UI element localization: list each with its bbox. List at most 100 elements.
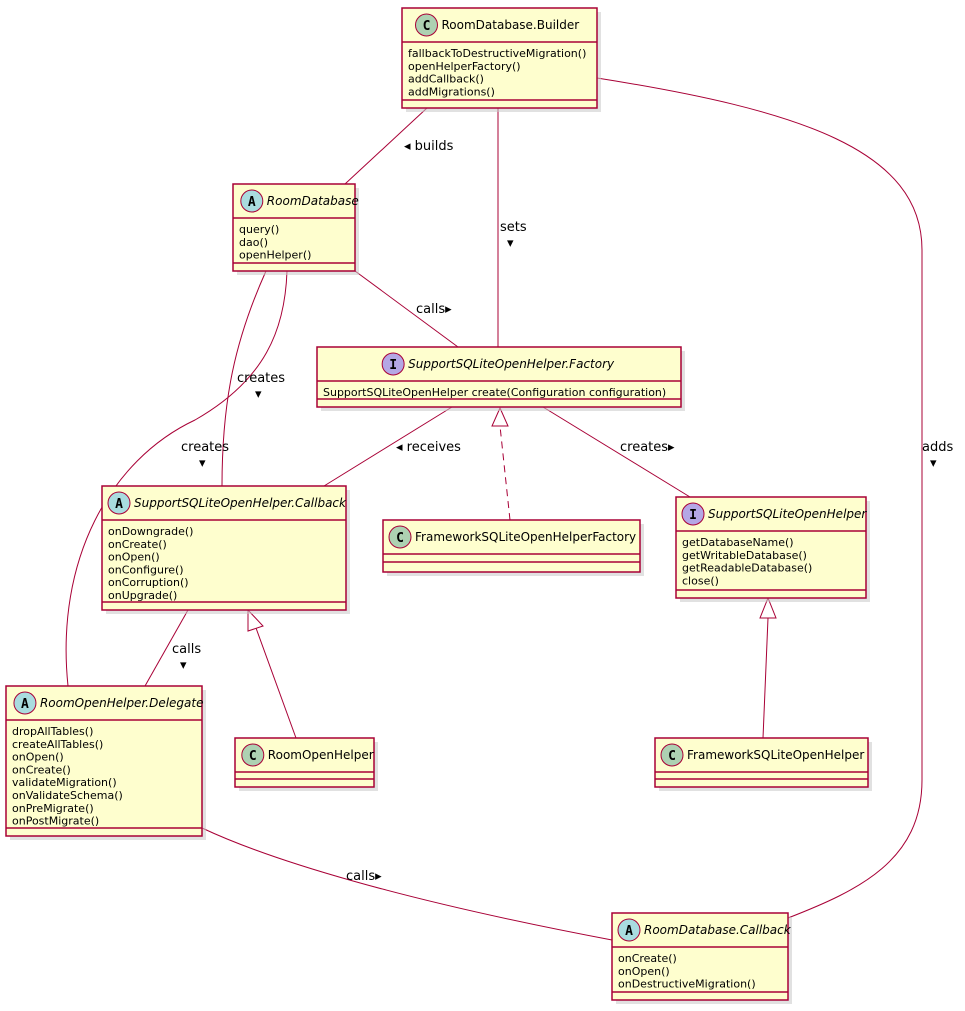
label-creates-delegate-arrow: ▾: [199, 456, 206, 471]
class-name: SupportSQLiteOpenHelper: [708, 507, 867, 521]
abstract-badge-icon: [617, 918, 641, 942]
class-member: onPostMigrate(): [12, 815, 99, 828]
inherit-callback-edge: [255, 627, 297, 739]
creates-callback-edge: [221, 270, 267, 487]
class-name: SupportSQLiteOpenHelper.Factory: [408, 357, 615, 371]
class-box-factory: I SupportSQLiteOpenHelper.FactorySupportS…: [316, 346, 685, 411]
class-box-dbcallback: A RoomDatabase.Callback onCreate()onOpen()…: [611, 912, 792, 1004]
class-member: SupportSQLiteOpenHelper create(Configura…: [323, 386, 666, 399]
class-member: dao(): [239, 236, 268, 249]
class-box-fwhelper: C FrameworkSQLiteOpenHelper: [654, 737, 872, 791]
class-name: RoomDatabase: [267, 194, 359, 208]
class-name: FrameworkSQLiteOpenHelperFactory: [415, 530, 636, 544]
class-member: getDatabaseName(): [682, 536, 794, 549]
label-calls-delegate-arrow: ▾: [180, 658, 187, 673]
class-member: fallbackToDestructiveMigration(): [408, 47, 586, 60]
class-member: onDestructiveMigration(): [618, 978, 756, 991]
class-badge-icon: [660, 743, 684, 767]
class-frame: [101, 485, 347, 611]
label-adds: adds: [922, 440, 953, 455]
realization-arrowhead: [491, 406, 509, 427]
badge-letter: C: [668, 749, 676, 764]
label-creates-callback: creates: [237, 371, 285, 386]
badge-letter: C: [423, 19, 431, 34]
badge-letter: A: [248, 195, 256, 210]
label-creates-delegate: creates: [181, 440, 229, 455]
class-member: openHelperFactory(): [408, 60, 521, 73]
label-creates-callback-arrow: ▾: [255, 387, 262, 402]
class-name: RoomOpenHelper.Delegate: [40, 696, 204, 710]
label-calls-delegate: calls: [172, 642, 201, 657]
badge-letter: I: [389, 358, 397, 373]
class-box-delegate: A RoomOpenHelper.Delegate dropAllTables()c…: [5, 685, 206, 840]
inherit-callback-arrowhead: [247, 608, 264, 632]
label-sets: sets: [500, 220, 527, 235]
label-creates-helper: creates▸: [620, 440, 675, 455]
class-frame: [675, 496, 867, 599]
label-calls-dbcallback: calls▸: [346, 869, 382, 884]
relations-layer: [65, 77, 923, 941]
class-member: onCreate(): [618, 952, 677, 965]
class-member: openHelper(): [239, 249, 311, 262]
calls-delegate-edge: [144, 609, 189, 687]
interface-badge-icon: [681, 502, 705, 526]
calls-factory-edge: [354, 270, 459, 348]
class-member: onPreMigrate(): [12, 802, 94, 815]
class-member: query(): [239, 223, 279, 236]
class-frame: [316, 346, 682, 408]
calls-dbcallback-edge: [201, 827, 613, 941]
badge-letter: A: [21, 697, 29, 712]
realization-edge: [499, 425, 511, 521]
class-badge-icon: [388, 525, 412, 549]
relation-labels: ◂ builds sets ▾ adds ▾ calls▸ creates ▾ …: [172, 139, 953, 884]
class-box-roomhelper: C RoomOpenHelper: [234, 737, 378, 791]
creates-helper-edge: [542, 406, 691, 498]
class-badge-icon: [241, 743, 265, 767]
class-name: RoomOpenHelper: [268, 748, 374, 762]
abstract-badge-icon: [107, 491, 131, 515]
label-adds-arrow: ▾: [930, 456, 937, 471]
class-member: onCreate(): [12, 763, 71, 776]
inherit-helper-arrowhead: [759, 596, 777, 619]
badge-letter: A: [115, 497, 123, 512]
interface-badge-icon: [381, 352, 405, 376]
class-member: onCorruption(): [108, 576, 189, 589]
badge-letter: C: [396, 531, 404, 546]
badge-letter: I: [689, 508, 697, 523]
creates-delegate-edge: [65, 270, 288, 687]
badge-letter: A: [625, 924, 633, 939]
class-member: validateMigration(): [12, 776, 117, 789]
class-member: onOpen(): [108, 551, 160, 564]
adds-edge: [596, 77, 923, 919]
class-frame: [382, 519, 641, 573]
class-member: dropAllTables(): [12, 725, 93, 738]
class-box-callback: A SupportSQLiteOpenHelper.Callback onDowng…: [101, 485, 350, 614]
class-name: SupportSQLiteOpenHelper.Callback: [134, 496, 347, 510]
class-member: onConfigure(): [108, 563, 184, 576]
class-member: onOpen(): [12, 751, 64, 764]
receives-edge: [323, 406, 453, 487]
class-member: onDowngrade(): [108, 525, 193, 538]
badge-letter: C: [249, 749, 257, 764]
class-box-fwfactory: C FrameworkSQLiteOpenHelperFactory: [382, 519, 644, 576]
class-frame: [5, 685, 203, 837]
class-member: onValidateSchema(): [12, 789, 123, 802]
class-member: close(): [682, 574, 719, 587]
class-member: createAllTables(): [12, 738, 103, 751]
class-badge-icon: [415, 13, 438, 37]
abstract-badge-icon: [240, 189, 264, 213]
class-frame: [611, 912, 789, 1001]
class-member: addMigrations(): [408, 85, 495, 98]
inherit-helper-edge: [762, 617, 769, 739]
class-name: FrameworkSQLiteOpenHelper: [687, 748, 864, 762]
class-name: RoomDatabase.Callback: [644, 923, 792, 937]
label-receives: ◂ receives: [396, 440, 461, 455]
label-sets-arrow: ▾: [507, 236, 514, 251]
class-member: onOpen(): [618, 965, 670, 978]
class-member: getWritableDatabase(): [682, 549, 807, 562]
class-member: addCallback(): [408, 73, 484, 86]
class-box-helper: I SupportSQLiteOpenHelper getDatabaseName(…: [675, 496, 870, 602]
